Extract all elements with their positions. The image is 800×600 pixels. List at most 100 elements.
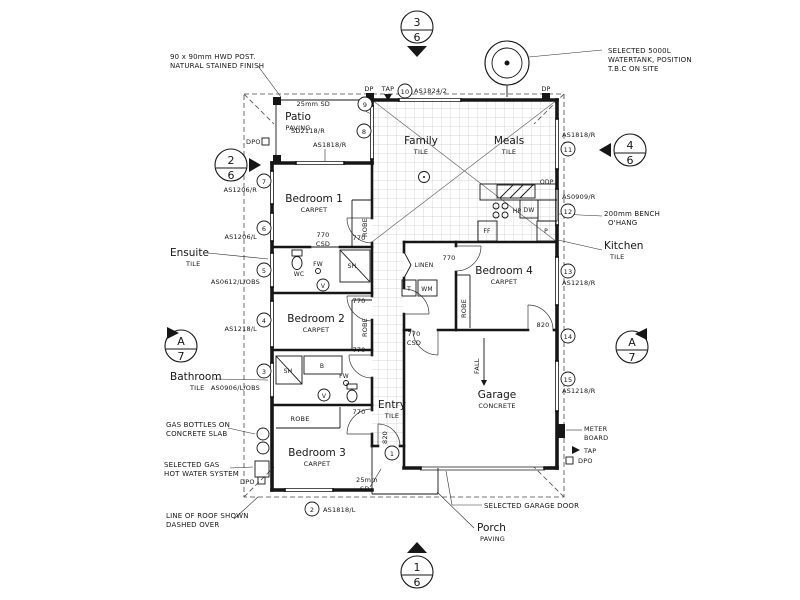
schedule-number: 11 <box>564 146 573 154</box>
annotation-gas-line2: CONCRETE SLAB <box>166 430 227 438</box>
downpipe-symbol <box>366 93 374 99</box>
bench-return <box>537 199 558 222</box>
hotplate-burner <box>501 202 509 210</box>
schedule-number: 9 <box>363 101 367 109</box>
door-width: CSD <box>407 339 421 347</box>
kitchen-fittings <box>477 183 558 242</box>
toilet-cistern <box>346 383 358 390</box>
tap-symbol <box>384 94 392 101</box>
linen-bifold <box>403 264 412 279</box>
wc-label: WC <box>294 271 305 278</box>
bath-label: B <box>320 363 324 370</box>
annotation-bench-line1: 200mm BENCH <box>604 210 660 218</box>
shower-label: SH <box>348 263 357 270</box>
finish-label-bedroom3: CARPET <box>304 460 331 468</box>
marker-number: 2 <box>228 154 235 167</box>
patio-outline <box>273 97 372 163</box>
shower-label: SH <box>284 368 293 375</box>
marker-arrow-right <box>249 158 261 172</box>
annotation-tank-line2: WATERTANK, POSITION <box>608 56 692 64</box>
gas-bottle <box>256 441 270 455</box>
pantry-label: P <box>544 228 548 235</box>
annotations: 90 x 90mm HWD POST. NATURAL STAINED FINI… <box>164 47 692 529</box>
patio-post <box>273 97 281 105</box>
schedule-number: 13 <box>564 268 573 276</box>
finish-label-bedroom1: CARPET <box>301 206 328 214</box>
schedule-number: 5 <box>262 267 266 275</box>
finish-label-meals: TILE <box>501 148 516 156</box>
odp-label: ODP <box>540 179 554 186</box>
window-code: AS1218/L <box>224 325 257 333</box>
window-codes: AS1206/R AS1206/L AS0612/L/OBS AS1218/L … <box>211 87 596 514</box>
shower <box>339 249 371 283</box>
door-width: 770 <box>352 234 365 242</box>
robes <box>276 199 471 429</box>
fridge <box>477 220 498 242</box>
elevation-marker-top <box>400 10 434 44</box>
door-width: 770 <box>352 297 365 305</box>
room-label-entry: Entry <box>378 399 406 411</box>
room-label-linen: LINEN <box>415 262 434 269</box>
marker-sheet: 6 <box>627 154 634 167</box>
annotation-garage-door: SELECTED GARAGE DOOR <box>484 502 579 510</box>
finish-label-ensuite: TILE <box>185 260 200 268</box>
schedule-number: 1 <box>390 450 394 458</box>
dp-label: DP <box>541 85 550 93</box>
floor-waste <box>315 268 321 274</box>
room-label-bedroom4: Bedroom 4 <box>475 265 533 277</box>
site-symbols <box>254 40 580 485</box>
room-label-bedroom1: Bedroom 1 <box>285 193 343 205</box>
interior-walls <box>270 161 559 470</box>
window-code: AS1218/R <box>562 387 596 395</box>
window-code: AS1818/L <box>323 506 356 514</box>
section-marker-left <box>164 329 198 363</box>
meter-label-line2: BOARD <box>584 434 608 442</box>
marker-sheet: 6 <box>414 576 421 589</box>
marker-letter: A <box>628 336 636 349</box>
floor-waste <box>343 380 349 386</box>
robe-label: ROBE <box>460 299 468 318</box>
annotation-bench-line2: O'HANG <box>608 219 637 227</box>
fall-label: FALL <box>473 358 481 374</box>
dp-label: DP <box>364 85 373 93</box>
fridge-label: FF <box>483 228 491 235</box>
room-label-kitchen: Kitchen <box>604 240 643 252</box>
porch-outline <box>371 446 439 495</box>
windows <box>270 98 559 492</box>
schedule-number: 3 <box>262 368 266 376</box>
wm-label: WM <box>421 286 433 293</box>
toilet-cistern <box>291 249 303 257</box>
annotation-hws-line2: HOT WATER SYSTEM <box>164 470 239 478</box>
bathroom-fixtures <box>275 355 358 403</box>
annotation-tank-line3: T.B.C ON SITE <box>607 65 659 73</box>
marker-letter: A <box>177 335 185 348</box>
doors <box>346 217 554 447</box>
downpipe-symbol <box>542 93 550 99</box>
dishwasher-label: DW <box>524 207 535 214</box>
elevation-marker-left <box>214 148 248 182</box>
finish-label-kitchen: TILE <box>609 253 624 261</box>
room-label-family: Family <box>404 135 438 147</box>
hotplate-burner <box>492 211 500 219</box>
hotplate-burner <box>492 202 500 210</box>
schedule-number: 10 <box>401 88 410 96</box>
finish-label-patio: PAVING <box>286 124 311 132</box>
room-label-bedroom3: Bedroom 3 <box>288 447 346 459</box>
bath-tub <box>303 355 343 375</box>
room-label-bathroom: Bathroom <box>170 371 222 383</box>
room-label-ensuite: Ensuite <box>170 247 209 259</box>
hotplate-burner <box>501 211 509 219</box>
vanity-label: V <box>321 283 326 290</box>
room-label-garage: Garage <box>478 389 516 401</box>
marker-arrow-up <box>407 542 427 553</box>
window-code: 25mm SD <box>296 100 330 108</box>
schedule-number: 12 <box>564 208 573 216</box>
toilet-pan <box>291 256 303 270</box>
kitchen-sink <box>496 184 536 199</box>
shower <box>275 355 303 385</box>
kitchen-bench <box>479 183 558 201</box>
room-label-porch: Porch <box>477 522 506 534</box>
marker-arrow-left <box>599 143 611 157</box>
fixture-labels: ROBE ROBE ROBE ROBE WC FW SH V SH B FW V… <box>284 207 548 423</box>
